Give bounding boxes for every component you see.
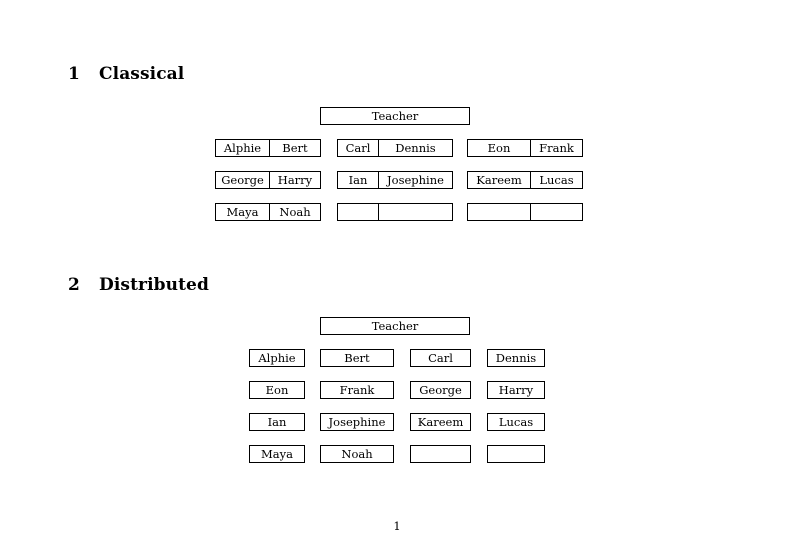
student-group: George Harry <box>215 171 321 189</box>
section-heading-distributed: 2 Distributed <box>68 277 209 294</box>
classical-row: Maya Noah <box>215 203 583 221</box>
student-group: Carl Dennis <box>337 139 453 157</box>
student-cell: Dennis <box>378 140 452 156</box>
distributed-row: Alphie Bert Carl Dennis <box>249 349 545 367</box>
student-box-empty <box>410 445 471 463</box>
student-group-empty <box>467 203 583 221</box>
distributed-row: Eon Frank George Harry <box>249 381 545 399</box>
student-box: George <box>410 381 471 399</box>
student-cell: George <box>221 173 264 187</box>
student-group: Kareem Lucas <box>467 171 583 189</box>
student-box: Frank <box>320 381 394 399</box>
student-group: Eon Frank <box>467 139 583 157</box>
student-group: Maya Noah <box>215 203 321 221</box>
student-cell: Lucas <box>530 172 582 188</box>
classical-row: George Harry Ian Josephine Kareem Lucas <box>215 171 583 189</box>
student-cell: Frank <box>530 140 582 156</box>
student-box: Ian <box>249 413 305 431</box>
student-box: Noah <box>320 445 394 463</box>
student-box: Harry <box>487 381 545 399</box>
student-box: Alphie <box>249 349 305 367</box>
student-cell: Carl <box>345 141 371 155</box>
distributed-row: Ian Josephine Kareem Lucas <box>249 413 545 431</box>
section-heading-classical: 1 Classical <box>68 66 184 83</box>
student-cell-empty <box>338 204 378 220</box>
student-cell: Kareem <box>476 173 522 187</box>
student-cell: Noah <box>269 204 320 220</box>
section-title: Classical <box>99 64 185 84</box>
student-cell: Alphie <box>223 141 262 155</box>
student-cell: Ian <box>348 173 368 187</box>
student-cell-empty <box>530 204 582 220</box>
student-cell-empty <box>468 204 530 220</box>
student-box: Josephine <box>320 413 394 431</box>
student-cell: Josephine <box>378 172 452 188</box>
student-box: Carl <box>410 349 471 367</box>
page-number: 1 <box>393 519 401 533</box>
section-number: 2 <box>68 275 80 295</box>
section-title: Distributed <box>99 275 209 295</box>
student-group: Ian Josephine <box>337 171 453 189</box>
teacher-box-classical: Teacher <box>320 107 470 125</box>
student-group-empty <box>337 203 453 221</box>
student-cell-empty <box>378 204 452 220</box>
student-box: Maya <box>249 445 305 463</box>
student-cell: Bert <box>269 140 320 156</box>
student-cell: Eon <box>487 141 511 155</box>
student-box: Eon <box>249 381 305 399</box>
student-cell: Maya <box>226 205 259 219</box>
classical-row: Alphie Bert Carl Dennis Eon Frank <box>215 139 583 157</box>
student-box: Dennis <box>487 349 545 367</box>
student-box: Bert <box>320 349 394 367</box>
student-group: Alphie Bert <box>215 139 321 157</box>
student-box: Kareem <box>410 413 471 431</box>
student-cell: Harry <box>269 172 320 188</box>
distributed-row: Maya Noah <box>249 445 545 463</box>
teacher-box-distributed: Teacher <box>320 317 470 335</box>
student-box-empty <box>487 445 545 463</box>
section-number: 1 <box>68 64 80 84</box>
student-box: Lucas <box>487 413 545 431</box>
